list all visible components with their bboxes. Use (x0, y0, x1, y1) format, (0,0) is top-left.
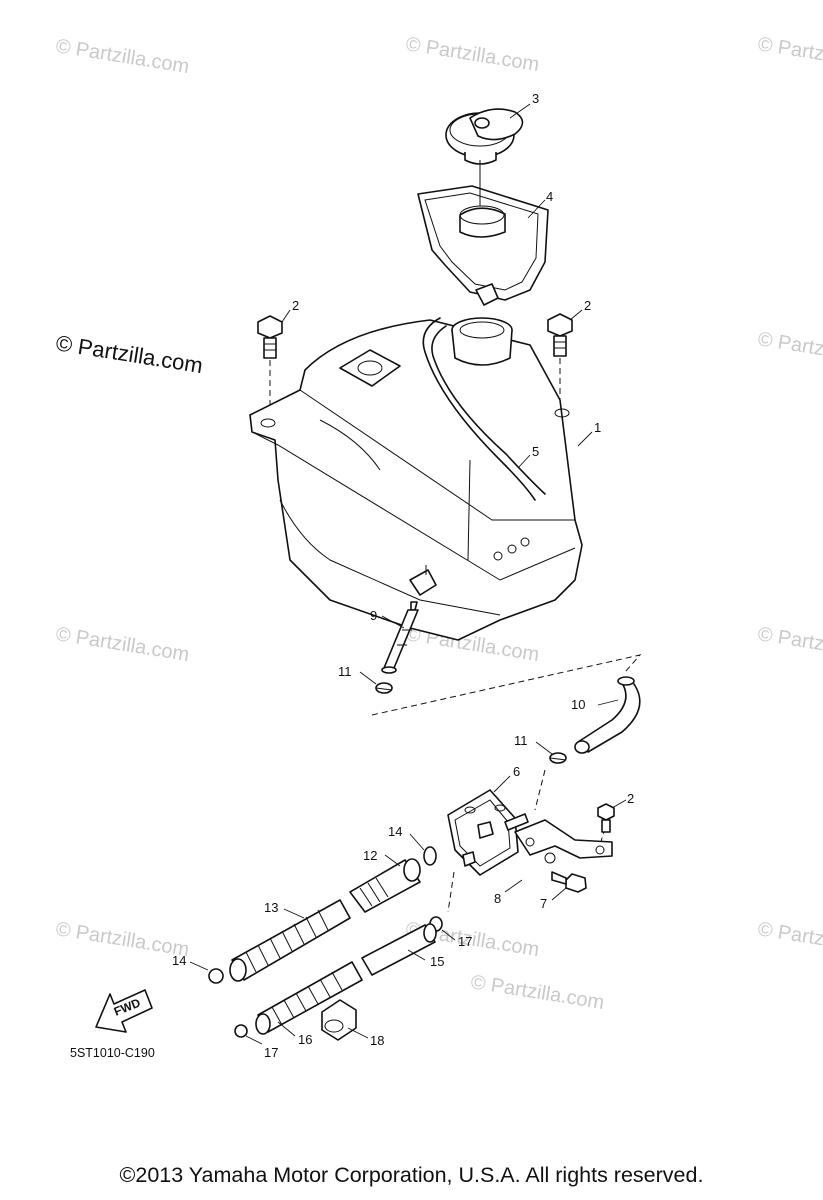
callouts: 3 4 2 2 1 5 9 11 10 11 6 2 14 12 8 7 13 … (172, 91, 634, 1060)
watermark: © Partzilla.com (54, 330, 204, 378)
diagram-code: 5ST1010-C190 (70, 1046, 155, 1060)
hose-protector-long[interactable] (229, 899, 351, 982)
hose-protector-short[interactable] (255, 961, 363, 1035)
tank-bolt-left[interactable] (257, 315, 283, 418)
fuel-hose-lower[interactable] (361, 923, 437, 976)
callout-8[interactable]: 8 (494, 891, 501, 906)
fuel-cap[interactable] (445, 108, 524, 165)
tank-cover[interactable] (417, 160, 549, 306)
callout-4[interactable]: 4 (546, 189, 553, 204)
fuel-strainer[interactable] (381, 601, 419, 674)
watermark: © Partzilla.com (54, 35, 191, 78)
callout-5[interactable]: 5 (532, 444, 539, 459)
callout-9[interactable]: 9 (370, 608, 377, 623)
callout-2[interactable]: 2 (627, 791, 634, 806)
pump-bolt[interactable] (551, 871, 587, 893)
hose-clip[interactable] (234, 1024, 248, 1038)
fuel-hose-upper[interactable] (574, 676, 641, 754)
forward-arrow-icon: FWD (95, 989, 153, 1033)
callout-2[interactable]: 2 (292, 298, 299, 313)
assembly-line (534, 769, 546, 811)
watermark: © Partzilla.com (756, 328, 823, 371)
watermark: © Partzilla.com (54, 918, 191, 961)
callout-16[interactable]: 16 (298, 1032, 312, 1047)
pump-bracket[interactable] (514, 819, 613, 864)
watermark: © Partzilla.com (54, 623, 191, 666)
watermark: © Partzilla.com (756, 623, 823, 666)
fuel-tank[interactable] (249, 317, 583, 641)
fuel-hose-short[interactable] (349, 858, 421, 913)
hose-clip[interactable] (375, 682, 393, 694)
fuel-pump[interactable] (447, 789, 529, 876)
hose-holder[interactable] (321, 999, 357, 1041)
callout-18[interactable]: 18 (370, 1033, 384, 1048)
callout-6[interactable]: 6 (513, 764, 520, 779)
assembly-line (447, 871, 455, 913)
watermark: © Partzilla.com (469, 971, 606, 1014)
watermark: © Partzilla.com (756, 918, 823, 961)
callout-15[interactable]: 15 (430, 954, 444, 969)
watermark: © Partzilla.com (404, 33, 541, 76)
callout-14[interactable]: 14 (172, 953, 186, 968)
hose-clip[interactable] (208, 968, 224, 984)
leader-lines (189, 103, 627, 1045)
breather-hose[interactable] (422, 317, 546, 501)
callout-17[interactable]: 17 (264, 1045, 278, 1060)
hose-clip[interactable] (423, 846, 437, 866)
callout-2[interactable]: 2 (584, 298, 591, 313)
callout-11[interactable]: 11 (338, 664, 352, 679)
callout-1[interactable]: 1 (594, 420, 601, 435)
callout-13[interactable]: 13 (264, 900, 278, 915)
callout-17[interactable]: 17 (458, 934, 472, 949)
callout-10[interactable]: 10 (571, 697, 585, 712)
assembly-line (371, 654, 642, 716)
callout-7[interactable]: 7 (540, 896, 547, 911)
callout-12[interactable]: 12 (363, 848, 377, 863)
callout-11[interactable]: 11 (514, 733, 528, 748)
callout-14[interactable]: 14 (388, 824, 402, 839)
copyright-notice: ©2013 Yamaha Motor Corporation, U.S.A. A… (119, 1163, 704, 1187)
callout-3[interactable]: 3 (532, 91, 539, 106)
watermark: © Partzilla.com (756, 33, 823, 76)
tank-bolt-right[interactable] (547, 313, 573, 410)
bracket-bolt[interactable] (597, 803, 615, 833)
hose-clip[interactable] (549, 752, 567, 764)
